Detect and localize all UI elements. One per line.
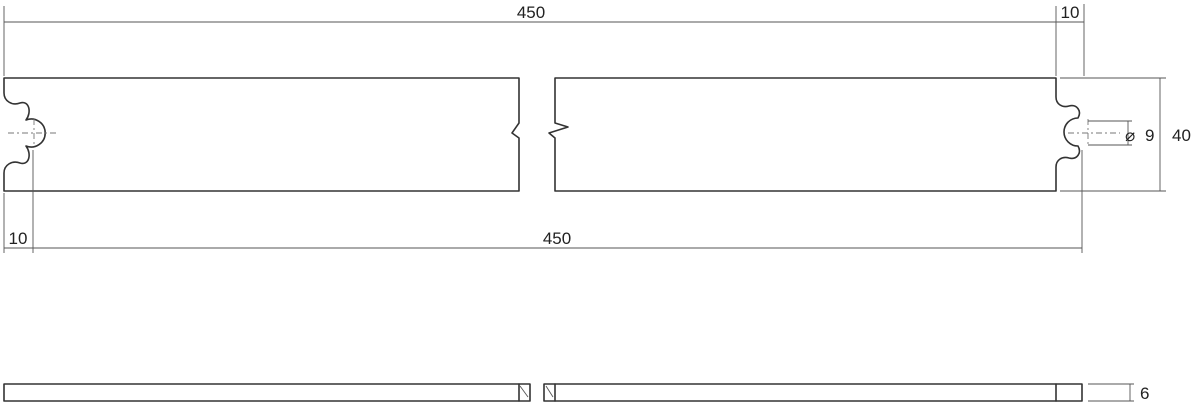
dimension-bottom-length: 450 xyxy=(33,150,1083,253)
bar-left-piece xyxy=(3,77,520,192)
dimension-bottom-length-label: 450 xyxy=(543,229,571,248)
dimension-thickness-label: 6 xyxy=(1140,384,1149,403)
dimension-bottom-offset-label: 10 xyxy=(9,229,28,248)
dimension-top-offset: 10 xyxy=(1056,3,1085,76)
side-bar-right xyxy=(543,383,1083,402)
side-bar-left-break xyxy=(519,385,529,398)
dimension-top-offset-label: 10 xyxy=(1061,3,1080,22)
dimension-height-label: 40 xyxy=(1172,126,1191,145)
side-bar-left xyxy=(3,383,531,402)
dimension-thickness: 6 xyxy=(1088,383,1149,403)
side-view xyxy=(3,383,1083,402)
dimension-top-length-label: 450 xyxy=(517,3,545,22)
dimension-hole-diameter-label: 9 xyxy=(1145,126,1154,145)
dimension-hole-diameter: ⌀ 9 xyxy=(1088,120,1154,146)
dimension-height: 40 xyxy=(1060,77,1191,192)
dimension-top-length: 450 xyxy=(3,3,1057,76)
dimension-bottom-offset: 10 xyxy=(3,150,34,253)
bar-right-piece xyxy=(548,77,1081,192)
diameter-icon: ⌀ xyxy=(1125,126,1135,145)
top-view xyxy=(3,77,1120,192)
side-bar-right-break xyxy=(545,385,554,398)
